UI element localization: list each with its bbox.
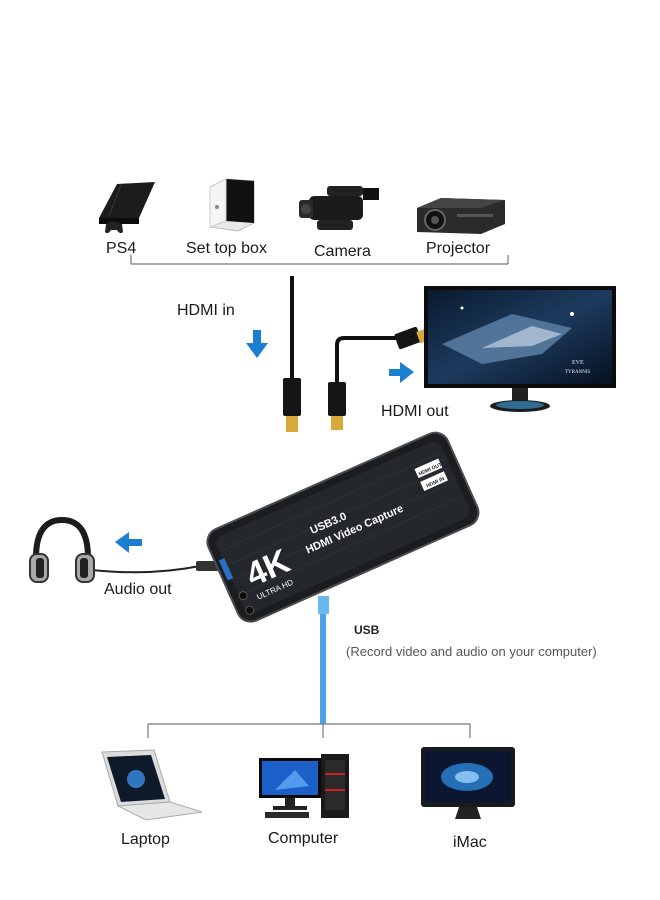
hdmi-out-cable [335,336,398,385]
usb-label: USB [354,623,380,637]
hdmi-out-plug-tip [331,416,343,430]
monitor-screen-text: EVE [572,360,584,366]
monitor-icon: EVE TYRANNIS [422,284,618,421]
headphones-icon [26,514,98,591]
hdmi-out-label: HDMI out [381,403,449,420]
target-label-imac: iMac [453,834,487,851]
hdmi-in-label: HDMI in [177,302,235,319]
source-label-camera: Camera [314,243,371,260]
camcorder-icon [297,182,383,239]
target-label-laptop: Laptop [121,831,170,848]
hdmi-in-arrow [246,330,268,358]
source-label-projector: Projector [426,240,491,257]
imac-icon [419,745,519,830]
audio-out-label: Audio out [104,581,172,598]
target-label-computer: Computer [268,830,339,847]
monitor-screen-subtext: TYRANNIS [565,370,590,375]
set-top-box-icon [206,177,258,238]
hdmi-in-plug-tip [286,416,298,432]
capture-card: 4K ULTRA HD USB3.0 HDMI Video Capture HD… [200,418,480,633]
audio-out-arrow [115,532,142,553]
desktop-computer-icon [255,750,355,829]
source-label-set-top-box: Set top box [186,240,267,257]
hdmi-out-arrow [389,362,414,383]
ps4-console-icon [95,178,157,235]
projector-icon [411,194,509,243]
hdmi-in-plug-body [283,378,301,416]
usb-description: (Record video and audio on your computer… [346,644,597,659]
source-label-ps4: PS4 [106,240,137,257]
laptop-icon [96,748,206,831]
hdmi-out-plug-body [328,382,346,416]
